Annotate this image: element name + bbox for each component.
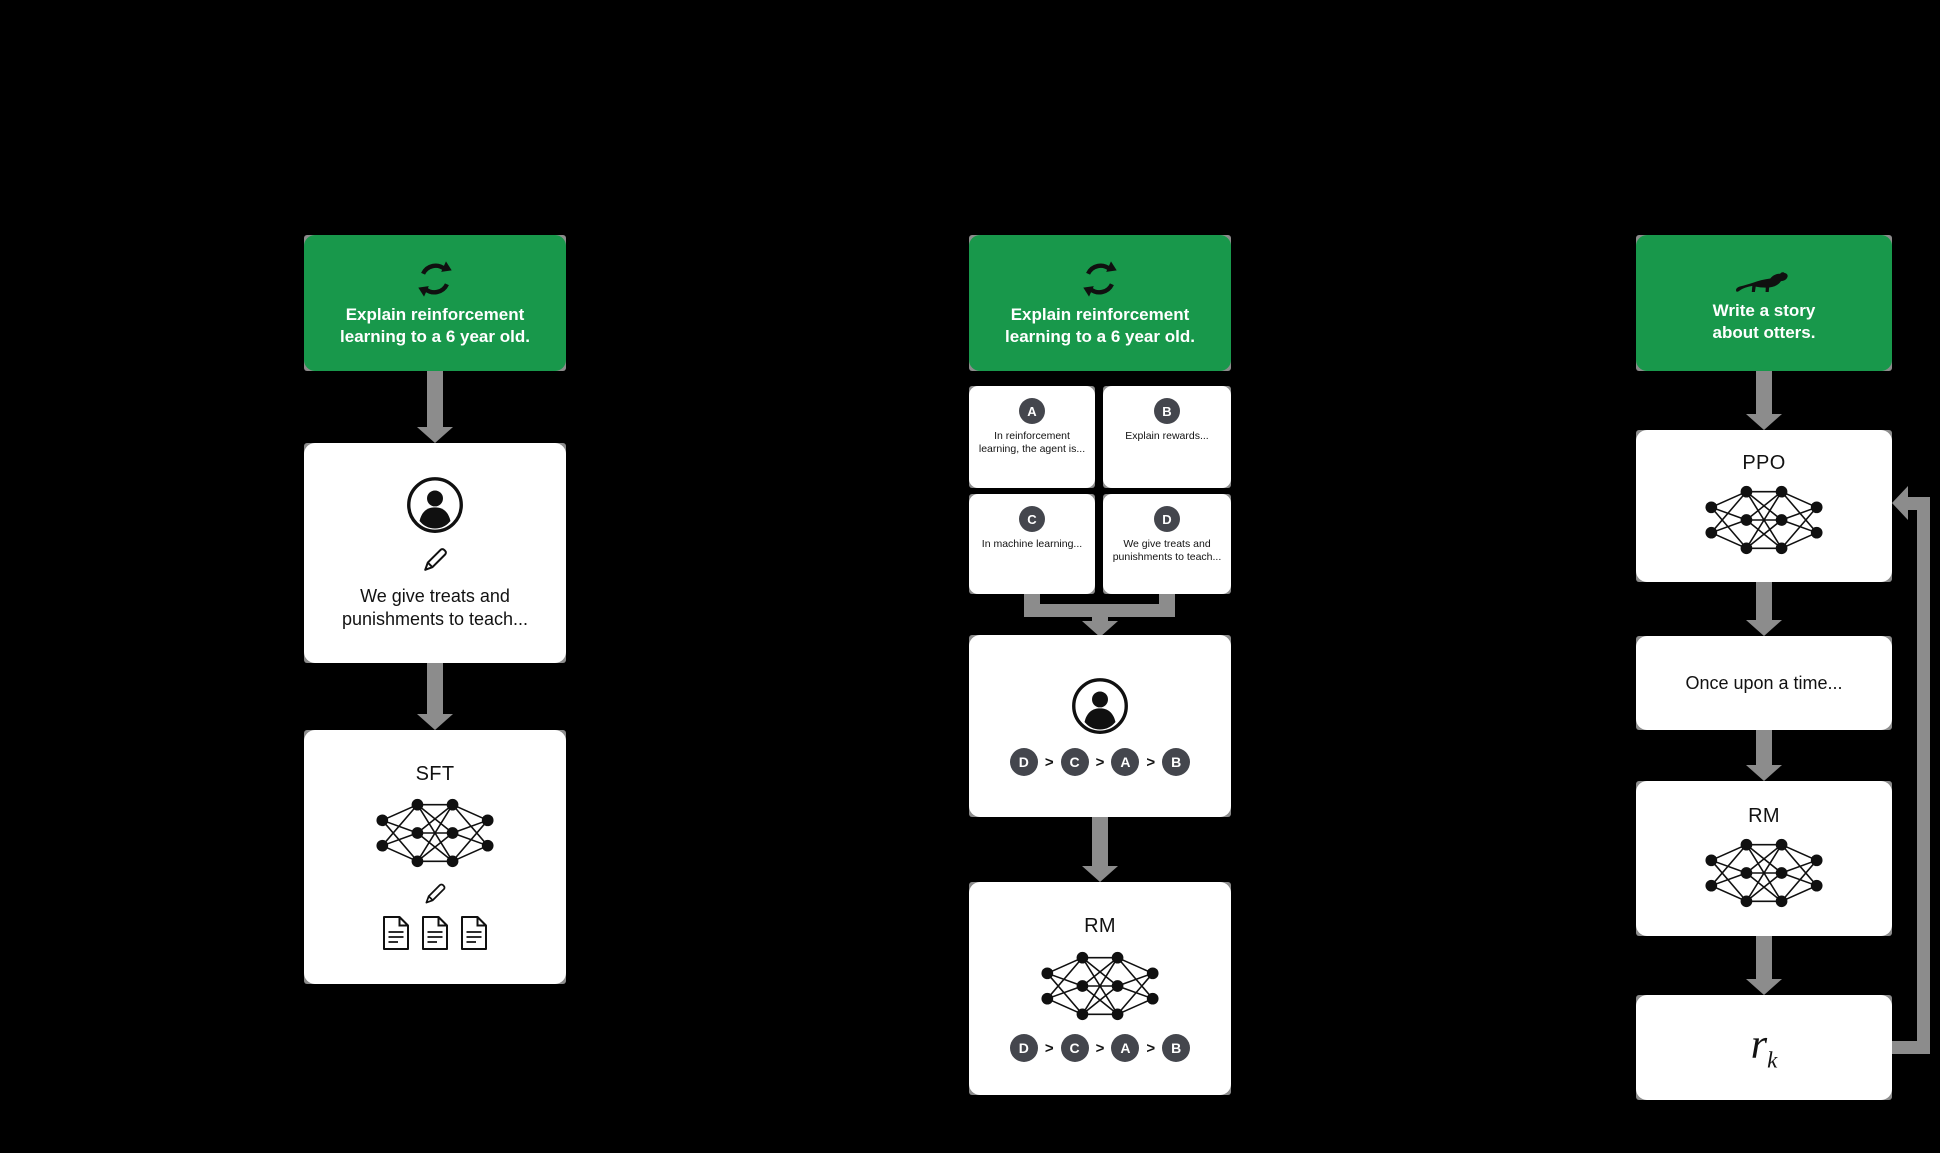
model-label: RM — [1084, 915, 1116, 937]
reward-symbol: rk — [1751, 1021, 1778, 1073]
demonstration-text: punishments to teach... — [341, 609, 529, 629]
prompt-text: Explain reinforcement — [1010, 305, 1190, 324]
rm-prompt-box: Explain reinforcement learning to a 6 ye… — [969, 235, 1231, 371]
answer-text: We give treats and punishments to teach.… — [1112, 538, 1222, 563]
arrow-left-icon — [1892, 486, 1908, 520]
rank-separator: > — [1095, 1039, 1105, 1057]
rank-badge: D — [1009, 1034, 1038, 1062]
answer-box-b: B Explain rewards... — [1103, 386, 1231, 488]
rank-badge: C — [1060, 748, 1089, 776]
network-icon — [1037, 946, 1163, 1026]
rank-badge: B — [1162, 748, 1191, 776]
rank-badge: A — [1111, 1034, 1140, 1062]
cycle-icon — [1079, 258, 1121, 300]
answer-box-a: A In reinforcement learning, the agent i… — [969, 386, 1095, 488]
prompt-text: Write a story — [1712, 300, 1816, 320]
network-icon — [1701, 833, 1827, 913]
arrow-down-icon — [1746, 765, 1782, 781]
model-label: SFT — [415, 763, 455, 785]
document-icon — [459, 915, 489, 951]
reward-model-box: RM — [1636, 781, 1892, 936]
prompt-text: learning to a 6 year old. — [1005, 327, 1195, 346]
arrow-down-icon — [1082, 621, 1118, 637]
flow-connector — [1159, 594, 1175, 606]
rank-separator: > — [1044, 753, 1054, 771]
flow-connector — [1092, 615, 1108, 625]
ppo-model-box: PPO — [1636, 430, 1892, 582]
flow-connector — [1092, 817, 1108, 868]
rm-model-box: RM D > C > A > B — [969, 882, 1231, 1095]
answer-badge: A — [1019, 398, 1045, 424]
prompt-text: about otters. — [1712, 322, 1816, 342]
reward-subscript: k — [1767, 1047, 1778, 1073]
rank-separator: > — [1146, 1039, 1156, 1057]
arrow-down-icon — [1746, 979, 1782, 995]
answer-text: In reinforcement learning, the agent is.… — [978, 430, 1086, 455]
rank-badge: D — [1009, 748, 1038, 776]
network-icon — [1701, 480, 1827, 560]
sft-prompt-box: Explain reinforcement learning to a 6 ye… — [304, 235, 566, 371]
human-ranking-box: D > C > A > B — [969, 635, 1231, 817]
pencil-icon — [419, 544, 451, 576]
person-icon — [405, 475, 465, 535]
flow-connector — [427, 663, 443, 716]
cycle-icon — [414, 258, 456, 300]
answer-box-c: C In machine learning... — [969, 494, 1095, 594]
arrow-down-icon — [1746, 414, 1782, 430]
flow-connector — [1756, 371, 1772, 416]
model-label: PPO — [1742, 452, 1786, 474]
rank-separator: > — [1044, 1039, 1054, 1057]
output-text: Once upon a time... — [1685, 672, 1843, 693]
arrow-down-icon — [1746, 620, 1782, 636]
pencil-icon — [421, 880, 449, 908]
ranking-row: D > C > A > B — [1009, 1034, 1191, 1062]
demonstration-text: We give treats and — [360, 586, 510, 606]
documents-row — [381, 915, 489, 951]
document-icon — [420, 915, 450, 951]
rank-badge: C — [1060, 1034, 1089, 1062]
model-label: RM — [1748, 804, 1780, 827]
flow-connector — [1756, 936, 1772, 981]
ranking-row: D > C > A > B — [1009, 748, 1191, 776]
prompt-text: learning to a 6 year old. — [340, 327, 530, 346]
rank-separator: > — [1095, 753, 1105, 771]
ppo-prompt-box: Write a story about otters. — [1636, 235, 1892, 371]
human-demonstration-box: We give treats and punishments to teach.… — [304, 443, 566, 663]
rank-badge: B — [1162, 1034, 1191, 1062]
answer-badge: D — [1154, 506, 1180, 532]
flow-connector — [1756, 730, 1772, 767]
flow-connector — [1756, 582, 1772, 622]
answer-box-d: D We give treats and punishments to teac… — [1103, 494, 1231, 594]
arrow-down-icon — [417, 427, 453, 443]
answer-badge: B — [1154, 398, 1180, 424]
flow-connector — [1024, 604, 1175, 617]
reward-box: rk — [1636, 995, 1892, 1100]
answer-text: Explain rewards... — [1125, 430, 1209, 442]
person-icon — [1070, 676, 1130, 736]
arrow-down-icon — [417, 714, 453, 730]
rank-badge: A — [1111, 748, 1140, 776]
sft-model-box: SFT — [304, 730, 566, 984]
rank-separator: > — [1146, 753, 1156, 771]
flow-connector — [427, 371, 443, 429]
network-icon — [372, 793, 498, 873]
feedback-loop-connector — [1917, 497, 1930, 1054]
feedback-loop-connector — [1906, 497, 1930, 510]
output-box: Once upon a time... — [1636, 636, 1892, 730]
reward-letter: r — [1750, 1022, 1768, 1069]
document-icon — [381, 915, 411, 951]
prompt-text: Explain reinforcement — [345, 305, 525, 324]
flow-connector — [1024, 594, 1040, 606]
arrow-down-icon — [1082, 866, 1118, 882]
answer-text: In machine learning... — [981, 538, 1083, 550]
answer-badge: C — [1019, 506, 1045, 532]
otter-icon — [1734, 263, 1794, 298]
